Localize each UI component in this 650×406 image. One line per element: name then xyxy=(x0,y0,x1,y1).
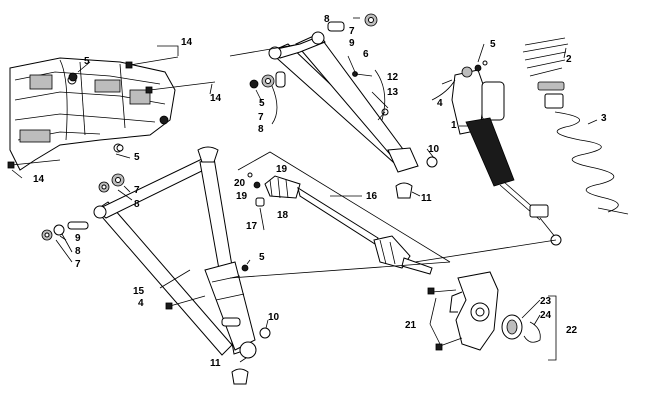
callout-10: 10 xyxy=(268,312,280,323)
callout-8: 8 xyxy=(258,124,264,135)
lower-arm-hardware xyxy=(41,173,271,339)
callout-14: 14 xyxy=(33,174,45,185)
callout-22: 22 xyxy=(566,325,578,336)
callout-4: 4 xyxy=(437,98,443,109)
upper-arm-hardware xyxy=(249,13,438,199)
drive-axle xyxy=(247,172,433,275)
callout-5: 5 xyxy=(259,98,265,109)
frame-bolts xyxy=(7,56,216,169)
callout-4: 4 xyxy=(138,298,144,309)
callout-9: 9 xyxy=(75,233,81,244)
lower-a-arm xyxy=(93,146,257,385)
callout-20: 20 xyxy=(234,178,246,189)
callout-19: 19 xyxy=(276,164,288,175)
callout-13: 13 xyxy=(387,87,399,98)
callout-14: 14 xyxy=(210,93,222,104)
callout-8: 8 xyxy=(75,246,81,257)
callout-21: 21 xyxy=(405,320,417,331)
leader-lines xyxy=(11,17,598,363)
callout-11: 11 xyxy=(210,358,221,369)
callout-1: 1 xyxy=(451,120,457,131)
upper-a-arm xyxy=(268,31,419,173)
callout-8: 8 xyxy=(324,14,330,25)
callout-7: 7 xyxy=(349,26,355,37)
callout-11: 11 xyxy=(421,193,432,204)
callout-7: 7 xyxy=(134,185,140,196)
callout-15: 15 xyxy=(133,286,145,297)
callout-18: 18 xyxy=(277,210,289,221)
callout-16: 16 xyxy=(366,191,378,202)
bearing-and-snap-ring xyxy=(501,314,541,343)
callout-12: 12 xyxy=(387,72,399,83)
callout-7: 7 xyxy=(75,259,81,270)
callout-10: 10 xyxy=(428,144,440,155)
spring-components xyxy=(522,37,629,215)
callout-17: 17 xyxy=(246,221,258,232)
callout-14: 14 xyxy=(181,37,193,48)
steering-knuckle xyxy=(427,271,499,351)
callout-5: 5 xyxy=(134,152,140,163)
callout-8: 8 xyxy=(134,199,140,210)
callout-24: 24 xyxy=(540,310,552,321)
callout-3: 3 xyxy=(601,113,607,124)
frame-assembly xyxy=(9,57,176,171)
callout-19: 19 xyxy=(236,191,248,202)
callout-5: 5 xyxy=(259,252,265,263)
callout-5: 5 xyxy=(84,56,90,67)
callout-7: 7 xyxy=(258,112,264,123)
callout-23: 23 xyxy=(540,296,552,307)
callout-6: 6 xyxy=(363,49,369,60)
callout-2: 2 xyxy=(566,54,572,65)
callout-5: 5 xyxy=(490,39,496,50)
shock-absorber xyxy=(441,60,562,246)
callout-labels: 1 2 3 4 4 5 5 5 5 5 6 7 7 7 7 8 8 8 8 9 … xyxy=(33,14,607,369)
callout-9: 9 xyxy=(349,38,355,49)
